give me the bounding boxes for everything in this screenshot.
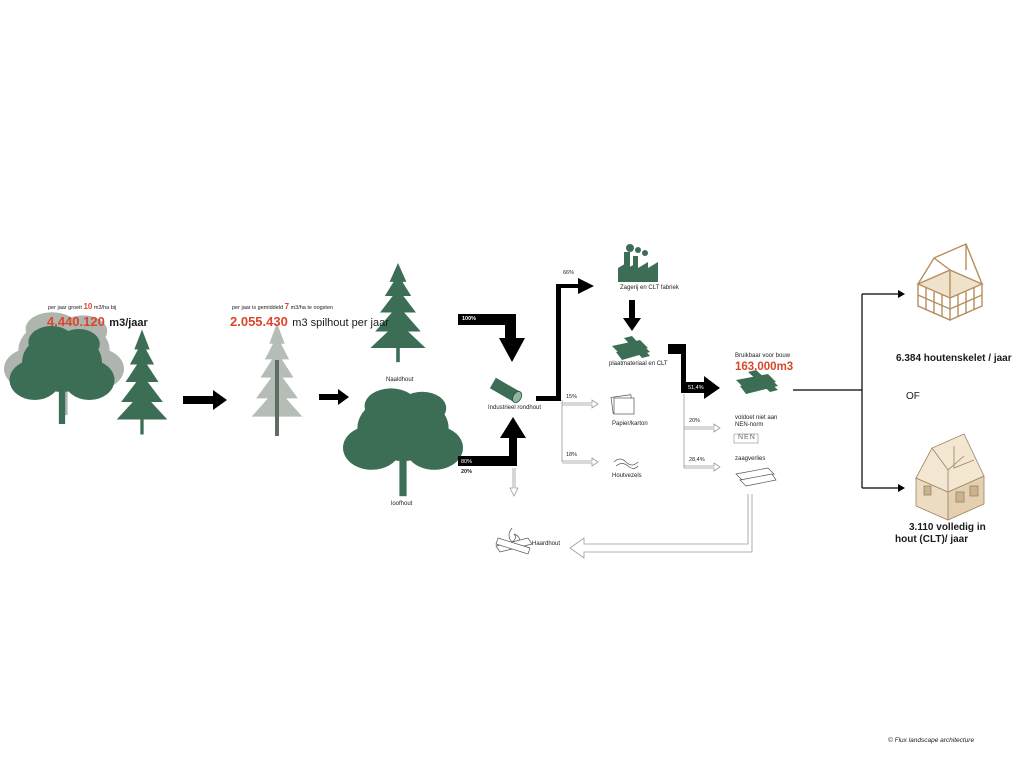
paper-pct: 15% [566, 394, 578, 400]
naaldhout-pct: 100% [462, 316, 477, 322]
not-norm-pct: 20% [689, 418, 701, 424]
loofhout-loss-arrow [509, 468, 519, 497]
credit-text: © Flux landscape architecture [888, 737, 975, 744]
harvest-trunk-icon [275, 360, 279, 436]
to-clt-arrowhead [898, 484, 905, 492]
paper-branch-arrow [562, 399, 599, 409]
harvest-total-line: 2.055.430 m3 spilhout per jaar [230, 313, 389, 331]
sawloss-label: zaagverlies [735, 456, 766, 462]
loofhout-loss-pct: 20% [461, 469, 473, 475]
sawmill-label: Zagerij en CLT fabriek [620, 285, 679, 291]
conifer-tree-icon [116, 329, 168, 435]
fibers-label: Houtvezels [612, 473, 642, 479]
harvest-suffix: m3/ha te oogsten [290, 305, 334, 311]
not-norm-label-1: voldoet niet aan [735, 415, 778, 421]
panels-icon [612, 336, 650, 360]
usable-label: Bruikbaar voor bouw [735, 353, 791, 359]
log-icon [489, 377, 523, 403]
harvest-caption: per jaar is gemiddeld 7 m3/ha te oogsten [232, 302, 333, 311]
naaldhout-label: Naaldhout [386, 377, 414, 383]
loofhout-flow-arrow [458, 417, 526, 466]
clt-result-1: 3.110 volledig in [909, 522, 986, 533]
firewood-label: Haardhout [532, 541, 561, 547]
or-label: OF [906, 391, 920, 402]
growth-rate: 10 [83, 302, 93, 311]
timber-frame-house-icon [916, 243, 984, 322]
industrial-label: Industrieel rondhout [488, 405, 542, 411]
nen-logo-box [733, 433, 759, 444]
sawmill-flow-arrow [536, 278, 594, 401]
growth-total: 4.440.120 [47, 314, 105, 329]
harvest-rate: 7 [284, 302, 290, 311]
to-frame-arrowhead [898, 290, 905, 298]
loofhout-tree-icon [343, 388, 463, 497]
paper-label: Papier/karton [612, 421, 648, 427]
not-norm-branch-arrow [684, 423, 721, 433]
flow-arrow-icon [319, 389, 349, 405]
clt-house-icon [915, 433, 985, 521]
firewood-return-arrow [569, 494, 753, 559]
growth-prefix: per jaar groeit [48, 305, 82, 311]
fibers-icon [613, 458, 639, 469]
flow-arrow-icon [183, 390, 227, 410]
growth-unit: m3/jaar [109, 317, 148, 329]
sawmill-pct: 66% [563, 270, 575, 276]
fiber-pct: 18% [566, 452, 578, 458]
sawloss-icon [735, 467, 777, 487]
usable-value: 163.000m3 [735, 361, 794, 373]
harvest-total: 2.055.430 [230, 314, 288, 329]
frame-result: 6.384 houtenskelet / jaar [896, 353, 1012, 364]
growth-total-line: 4.440.120 m3/jaar [47, 313, 148, 331]
growth-caption: per jaar groeit 10 m3/ha bij [48, 302, 116, 311]
nen-logo: NEN [738, 434, 756, 441]
factory-icon [618, 244, 658, 282]
fiber-branch-arrow [562, 457, 599, 467]
harvest-unit: m3 spilhout per jaar [292, 317, 389, 329]
naaldhout-flow-arrow [458, 314, 525, 362]
usable-pct: 51,4% [688, 385, 704, 391]
paper-icon [610, 394, 635, 415]
harvest-prefix: per jaar is gemiddeld [232, 305, 284, 311]
loofhout-pct: 80% [461, 459, 473, 465]
panels-label: plaatmateriaal en CLT [609, 361, 668, 367]
sawloss-pct: 28,4% [689, 457, 705, 463]
firewood-icon [495, 527, 533, 555]
usable-panels-icon [736, 370, 778, 394]
not-norm-label-2: NEN-norm [735, 422, 764, 428]
sawloss-branch-arrow [684, 462, 721, 472]
clt-result-2: hout (CLT)/ jaar [895, 534, 969, 545]
usable-flow-arrow [668, 344, 720, 399]
growth-suffix: m3/ha bij [93, 305, 117, 311]
loofhout-label: loofhout [391, 501, 413, 507]
factory-down-arrow [623, 300, 641, 331]
